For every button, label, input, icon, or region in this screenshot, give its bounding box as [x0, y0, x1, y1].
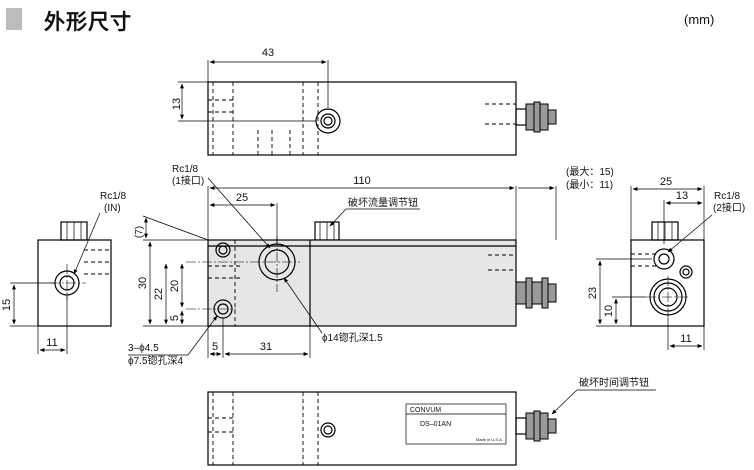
- small-hole: [679, 265, 693, 279]
- nameplate: [405, 403, 507, 445]
- port1-label: Rc1/8: [172, 164, 199, 175]
- flow-knob-label: 破坏流量调节钮: [348, 196, 418, 209]
- bottom-port-circle: [320, 422, 336, 438]
- top-port-circle: [315, 108, 341, 134]
- dim-left-11: 11: [46, 337, 57, 349]
- dim-right-13: 13: [676, 190, 688, 202]
- dim-left-15: 15: [1, 299, 13, 311]
- bottom-view: CONVUM DS–01AN Made in U.S.A. 破坏时间调节钮: [207, 376, 656, 466]
- mount-hole-upper: [215, 242, 231, 258]
- stroke-max-label: (最大：15): [566, 165, 614, 178]
- dim-front-110: 110: [353, 175, 371, 187]
- front-view-body: [207, 239, 517, 327]
- header: 外形尺寸 (mm): [0, 0, 754, 36]
- port2-circle: [653, 248, 675, 270]
- dim-top-43: 43: [262, 47, 274, 59]
- right-knob: [651, 221, 679, 241]
- stroke-min-label: (最小：11): [566, 179, 613, 191]
- in-port-label: Rc1/8: [100, 191, 127, 202]
- dim-right-11: 11: [680, 333, 691, 345]
- unit-label: (mm): [684, 12, 715, 27]
- dim-front-30: 30: [137, 277, 149, 289]
- top-adjust-knob: [515, 101, 557, 133]
- dim-top-13: 13: [171, 98, 183, 110]
- front-view: 110 25 (最大：15) (最小：11) Rc1/8 (1接口) 破坏流量调…: [128, 164, 614, 367]
- flow-adjust-knob: [314, 221, 340, 241]
- mount-cbore-label: ϕ7.5锪孔深4: [128, 354, 184, 367]
- model-label: DS–01AN: [420, 421, 451, 428]
- front-knob-assembly: [515, 277, 557, 309]
- dim-right-23: 23: [587, 287, 599, 299]
- port2-sub-label: (2接口): [713, 201, 745, 214]
- mount-hole-label: 3–ϕ4.5: [128, 343, 159, 354]
- time-knob-label: 破坏时间调节钮: [579, 376, 649, 389]
- dim-front-7: (7): [134, 226, 145, 238]
- time-adjust-knob: [515, 410, 557, 442]
- top-view: 43 13: [171, 47, 557, 156]
- dim-front-31: 31: [260, 341, 272, 353]
- dim-front-20: 20: [169, 280, 181, 292]
- title-accent-bar: [6, 8, 22, 30]
- right-view: 25 13 Rc1/8 (2接口) 23 10 11: [587, 176, 745, 350]
- bottom-view-body: [207, 391, 517, 466]
- in-port-sub-label: (IN): [104, 203, 121, 214]
- port1-sub-label: (1接口): [172, 174, 204, 187]
- dim-front-25: 25: [236, 192, 248, 204]
- left-knob: [60, 221, 88, 241]
- dim-front-5h: 5: [212, 341, 218, 353]
- page-title: 外形尺寸: [44, 10, 132, 34]
- dim-front-5v: 5: [169, 315, 181, 321]
- dim-right-25: 25: [660, 176, 672, 188]
- maker-label: Made in U.S.A.: [476, 437, 503, 442]
- dim-front-22: 22: [153, 288, 165, 300]
- top-view-body: [207, 81, 517, 156]
- port-cbore-label: ϕ14锪孔深1.5: [322, 331, 383, 344]
- left-view: Rc1/8 (IN) 15 11: [1, 191, 127, 354]
- dim-right-10: 10: [603, 305, 615, 317]
- right-view-body: [630, 239, 705, 327]
- brand-label: CONVUM: [410, 407, 441, 414]
- port2-label: Rc1/8: [714, 191, 741, 202]
